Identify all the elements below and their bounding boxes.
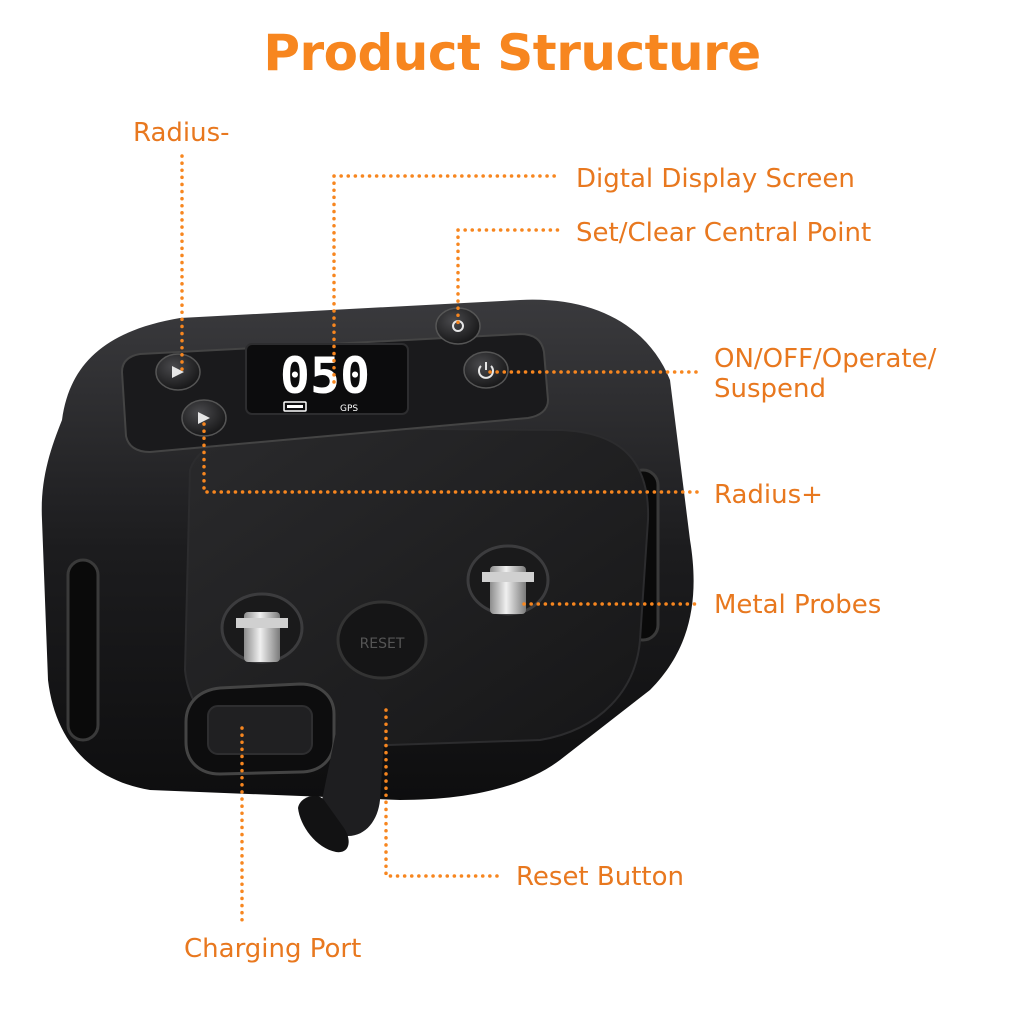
page-title: Product Structure	[263, 24, 761, 82]
callout-radius-plus: Radius+	[714, 480, 823, 510]
gps-indicator: GPS	[340, 404, 358, 414]
callout-radius-minus: Radius-	[133, 118, 230, 148]
callout-lines	[180, 154, 700, 922]
callout-metal-probes: Metal Probes	[714, 590, 882, 620]
metal-probe-left	[220, 592, 304, 664]
display-digits: 050	[280, 347, 370, 405]
play-icon	[198, 412, 210, 424]
power-icon	[478, 365, 494, 379]
callout-reset-button: Reset Button	[516, 862, 684, 892]
reset-label: RESET	[360, 636, 405, 652]
charging-port[interactable]	[184, 682, 336, 776]
metal-probe-right	[466, 544, 550, 616]
radius-plus-button[interactable]	[181, 399, 227, 437]
callout-charging-port: Charging Port	[184, 934, 362, 964]
battery-icon	[283, 401, 307, 412]
rubber-cap	[298, 685, 386, 853]
set-clear-button[interactable]	[435, 307, 481, 345]
control-panel: 050 GPS	[120, 307, 550, 454]
reset-button[interactable]: RESET	[336, 600, 428, 680]
radius-minus-button[interactable]	[155, 353, 201, 391]
callout-digital-display: Digtal Display Screen	[576, 164, 855, 194]
play-icon	[172, 366, 184, 378]
power-button[interactable]	[463, 351, 509, 389]
callout-set-clear: Set/Clear Central Point	[576, 218, 872, 248]
digital-display-screen	[245, 343, 409, 415]
callout-on-off: ON/OFF/Operate/ Suspend	[714, 344, 937, 404]
